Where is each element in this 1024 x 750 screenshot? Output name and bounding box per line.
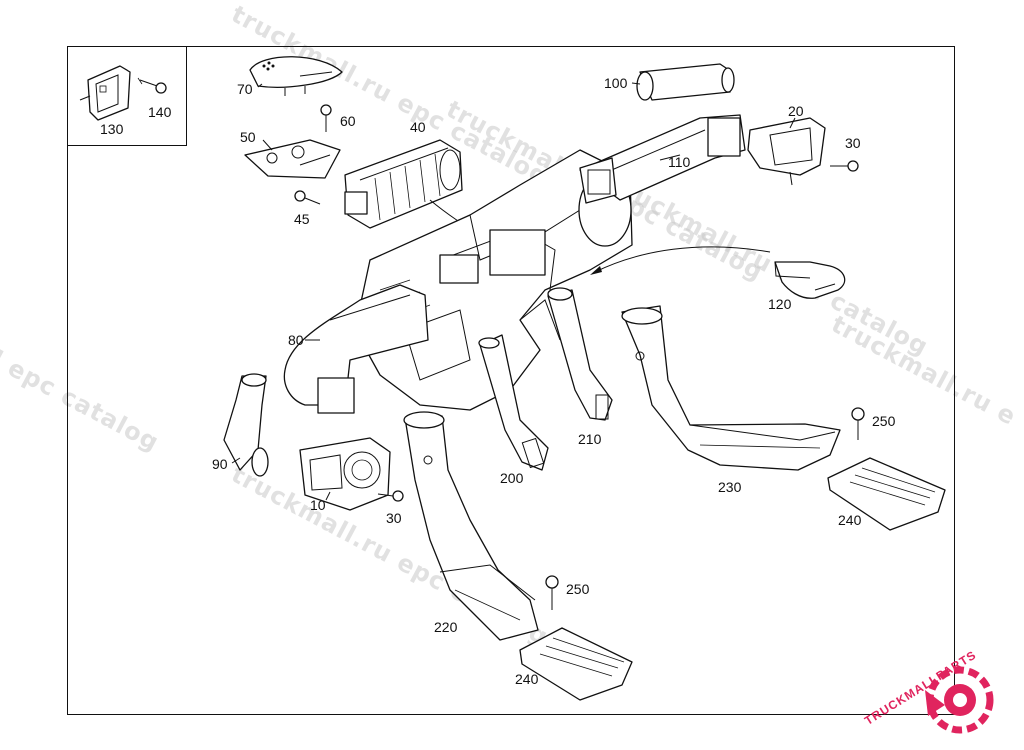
part-240-grille-b <box>519 627 633 701</box>
part-30-screw-b <box>377 490 404 502</box>
callout-80: 80 <box>288 332 304 348</box>
callout-200: 200 <box>500 470 524 486</box>
inset-box <box>67 46 187 146</box>
part-40-blower <box>344 139 463 229</box>
part-250-screw-b <box>545 575 559 610</box>
diagram-frame <box>67 46 955 715</box>
part-200-duct <box>478 334 549 471</box>
callout-100: 100 <box>604 75 628 91</box>
part-50-plate <box>244 139 341 179</box>
callout-45: 45 <box>294 211 310 227</box>
part-140-screw <box>137 77 167 94</box>
part-80-duct <box>283 284 429 414</box>
part-220-duct <box>403 411 539 641</box>
callout-110: 110 <box>668 154 691 170</box>
part-240-grille-a <box>827 457 946 531</box>
part-230-duct <box>621 305 841 471</box>
part-20-outlet <box>747 117 826 186</box>
callout-250: 250 <box>872 413 896 429</box>
callout-130: 130 <box>100 121 124 137</box>
part-250-screw-a <box>851 407 865 440</box>
callout-210: 210 <box>578 431 602 447</box>
part-45-screw <box>294 190 321 205</box>
callout-140: 140 <box>148 104 172 120</box>
callout-60: 60 <box>340 113 356 129</box>
callout-90: 90 <box>212 456 228 472</box>
part-90-hose <box>223 373 269 477</box>
part-210-duct <box>547 287 613 421</box>
callout-240-lower: 240 <box>515 671 539 687</box>
callout-230: 230 <box>718 479 742 495</box>
callout-50: 50 <box>240 129 256 145</box>
part-30-screw-a <box>830 160 859 172</box>
truckmallparts-logo <box>925 666 994 734</box>
callout-10: 10 <box>310 497 326 513</box>
part-70-cover <box>249 56 343 96</box>
part-120-elbow <box>774 261 846 299</box>
part-100-hose <box>636 63 735 101</box>
callout-20: 20 <box>788 103 804 119</box>
callout-240: 240 <box>838 512 862 528</box>
callout-30-lower: 30 <box>386 510 402 526</box>
hvac-housing <box>354 149 633 411</box>
callout-70: 70 <box>237 81 253 97</box>
callout-220: 220 <box>434 619 458 635</box>
callout-30: 30 <box>845 135 861 151</box>
part-130-bracket <box>79 65 131 121</box>
callout-250-lower: 250 <box>566 581 590 597</box>
callout-120: 120 <box>768 296 792 312</box>
leader-lines <box>231 82 796 501</box>
part-60-screw <box>320 104 332 132</box>
callout-40: 40 <box>410 119 426 135</box>
part-110-duct <box>579 114 746 204</box>
